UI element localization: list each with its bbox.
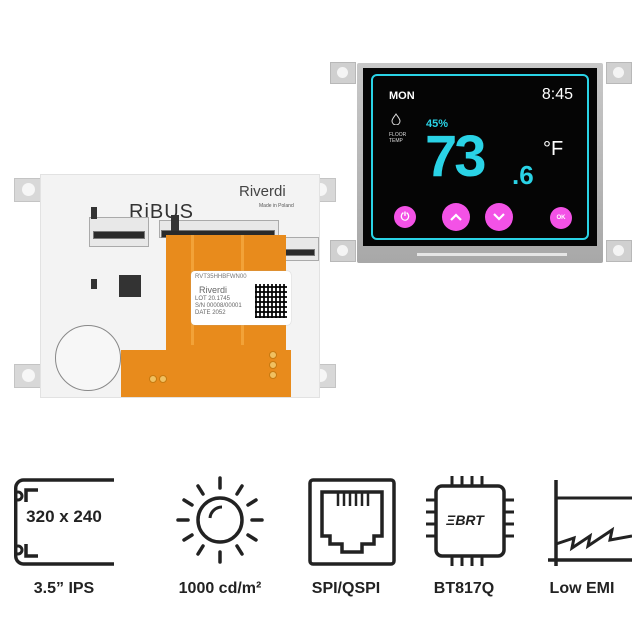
made-in-text: Made in Poland: [259, 203, 294, 209]
component: [91, 279, 97, 289]
interface-port-icon: [308, 478, 396, 566]
connector-slot: [283, 249, 315, 256]
mounting-tab: [606, 240, 632, 262]
thermostat-screen: MON 8:45 FLOOR TEMP 45% 73 .6 °F ⏻: [363, 68, 597, 246]
chevron-up-icon: [450, 213, 462, 221]
flex-cable: [121, 350, 291, 397]
resolution-text: 320 x 240: [26, 507, 102, 526]
solder-pad: [269, 361, 277, 369]
mounting-tab: [606, 62, 632, 84]
time-label: 8:45: [541, 86, 573, 103]
day-label: MON: [389, 90, 415, 102]
solder-pad: [149, 375, 157, 383]
feature-label: Low EMI: [549, 580, 615, 597]
solder-pad: [269, 371, 277, 379]
power-button[interactable]: ⏻: [394, 206, 416, 228]
label-date: DATE 2052: [195, 310, 226, 316]
label-serial: S/N 00008/00001: [195, 303, 242, 309]
floor-temp-label: FLOOR TEMP: [389, 132, 406, 144]
power-icon: ⏻: [400, 210, 410, 223]
temperature-decimal: .6: [512, 160, 534, 190]
mounting-tab: [330, 62, 356, 84]
humidity-value: 45%: [426, 118, 449, 130]
ok-label: OK: [556, 215, 566, 221]
pcb-board-image: RiBUS Riverdi Made in Poland RVT35HHBFWN…: [14, 170, 336, 402]
component: [171, 215, 179, 231]
humidity-drop-icon: [391, 113, 401, 125]
feature-label: BT817Q: [433, 580, 495, 597]
riverdi-logo: Riverdi: [239, 183, 286, 200]
increase-button[interactable]: [442, 203, 470, 231]
label-info: LOT 20.1745 S/N 00008/00001 DATE 2052: [195, 296, 242, 317]
feature-label: 3.5” IPS: [33, 580, 95, 597]
feature-brightness: 1000 cd/m²: [156, 474, 284, 614]
bezel-edge: [417, 253, 567, 256]
brt-logo-text: ΞBRT: [446, 512, 484, 528]
ok-button[interactable]: OK: [550, 207, 572, 229]
component: [91, 207, 97, 219]
floor-label: FLOOR: [389, 132, 407, 138]
feature-resolution: 320 x 240 3.5” IPS: [0, 474, 128, 614]
pcb: RiBUS Riverdi Made in Poland RVT35HHBFWN…: [40, 174, 320, 398]
display-module-image: MON 8:45 FLOOR TEMP 45% 73 .6 °F ⏻: [330, 60, 632, 275]
coin-battery-holder: [55, 325, 121, 391]
feature-emi: Low EMI: [518, 474, 640, 614]
feature-label: SPI/QSPI: [311, 580, 381, 597]
qr-code: [255, 284, 287, 318]
temperature-value: 73: [425, 124, 486, 189]
mounting-tab: [330, 240, 356, 262]
solder-pad: [159, 375, 167, 383]
resolution-icon: [14, 478, 114, 566]
product-label: RVT35HHBFWN00 Riverdi LOT 20.1745 S/N 00…: [191, 271, 291, 325]
label-model: RVT35HHBFWN00: [195, 274, 247, 280]
brightness-sun-icon: [176, 476, 264, 564]
screen-frame: MON 8:45 FLOOR TEMP 45% 73 .6 °F ⏻: [371, 74, 589, 240]
chevron-down-icon: [493, 213, 505, 221]
feature-label: 1000 cd/m²: [178, 580, 262, 597]
decrease-button[interactable]: [485, 203, 513, 231]
mounting-tab: [14, 364, 44, 388]
ic-chip: [119, 275, 141, 297]
emi-graph-icon: [548, 480, 632, 566]
feature-interface: SPI/QSPI: [282, 474, 410, 614]
mounting-tab: [14, 178, 44, 202]
connector-slot: [93, 231, 145, 239]
label-brand: Riverdi: [199, 285, 228, 295]
feature-row: 320 x 240 3.5” IPS 1000 cd/m² SPI/QSPI: [0, 474, 640, 614]
chip-icon: [426, 476, 514, 566]
solder-pad: [269, 351, 277, 359]
label-lot: LOT 20.1745: [195, 296, 230, 302]
feature-chip: ΞBRT BT817Q: [400, 474, 528, 614]
temperature-unit: °F: [543, 138, 564, 160]
temp-label: TEMP: [389, 138, 403, 144]
